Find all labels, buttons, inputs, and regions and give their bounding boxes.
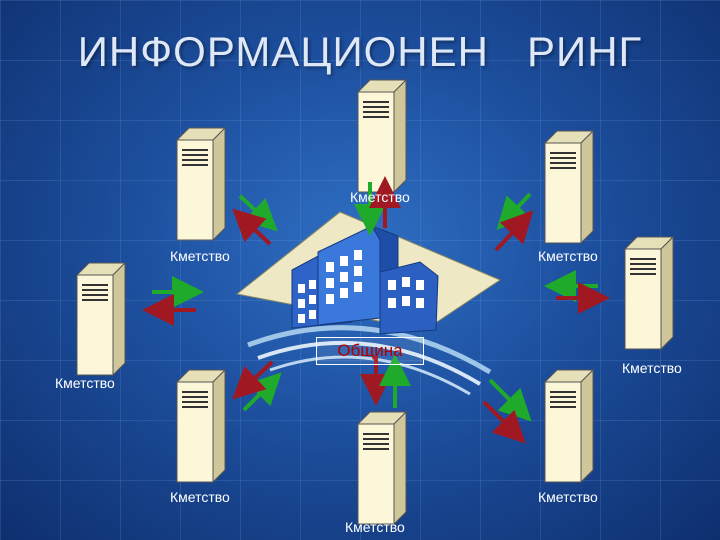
server-icon (176, 369, 226, 483)
node-label-top: Кметство (350, 189, 410, 205)
node-label-upper-left: Кметство (170, 248, 230, 264)
server-icon (357, 79, 407, 193)
server-icon (76, 262, 126, 376)
server-icon (624, 236, 674, 350)
server-icon (544, 369, 594, 483)
node-label-bottom: Кметство (345, 519, 405, 535)
connection-arrows (142, 176, 610, 444)
node-label-lower-left: Кметство (170, 489, 230, 505)
server-icon (176, 127, 226, 241)
node-label-left: Кметство (55, 375, 115, 391)
building-icon (291, 225, 439, 335)
slide-title: ИНФОРМАЦИОНЕН РИНГ (77, 28, 643, 75)
node-label-right: Кметство (622, 360, 682, 376)
node-label-lower-right: Кметство (538, 489, 598, 505)
server-icon (357, 411, 407, 525)
node-label-upper-right: Кметство (538, 248, 598, 264)
server-icon (544, 130, 594, 244)
community-label: Община (316, 337, 424, 365)
